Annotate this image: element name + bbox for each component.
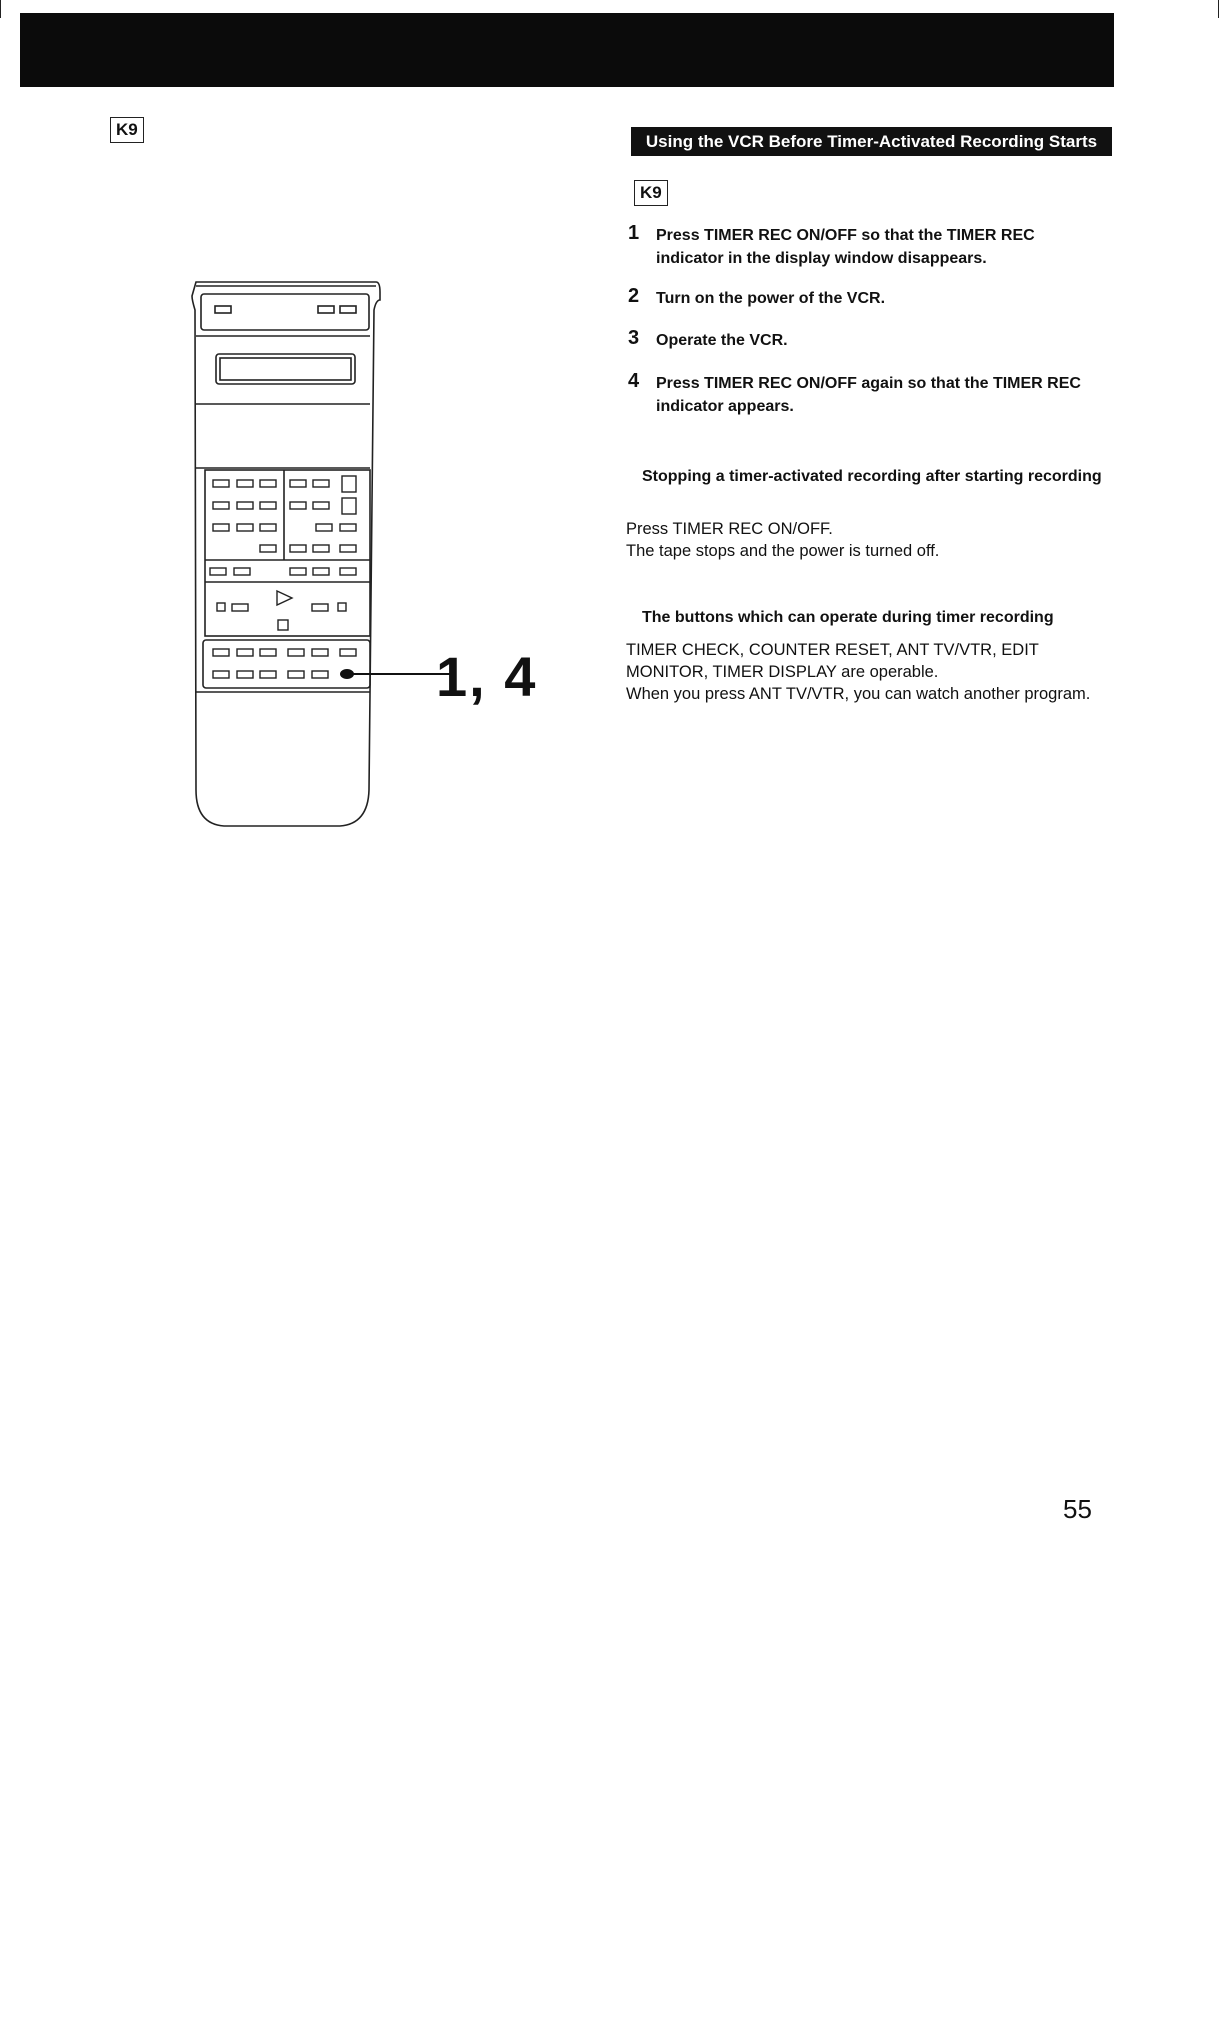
crop-mark-right [1218,0,1219,18]
step-text: Press TIMER REC ON/OFF so that the TIMER… [656,227,1035,267]
step-list: 1 Press TIMER REC ON/OFF so that the TIM… [628,222,1098,435]
step-number: 3 [628,327,640,349]
buttons-heading: The buttons which can operate during tim… [642,609,1054,626]
section-ref-badge: K9 [634,180,668,206]
step-item: 1 Press TIMER REC ON/OFF so that the TIM… [628,222,1098,270]
remote-lower-buttons [212,648,357,679]
step-text: Press TIMER REC ON/OFF again so that the… [656,375,1081,415]
remote-control-buttons [209,475,357,631]
left-ref-badge: K9 [110,117,144,143]
remote-play-arrow [276,589,294,607]
remote-lower-panel [202,639,371,689]
step-item: 3 Operate the VCR. [628,327,1098,352]
stopping-heading: Stopping a timer-activated recording aft… [642,468,1102,485]
step-number: 4 [628,370,640,392]
buttons-line: When you press ANT TV/VTR, you can watch… [626,685,1091,703]
step-text: Operate the VCR. [656,332,788,349]
remote-body-outline [191,281,381,827]
section-title: Using the VCR Before Timer-Activated Rec… [631,127,1112,156]
remote-top-button-right-2 [339,305,357,314]
stopping-line: The tape stops and the power is turned o… [626,542,940,560]
remote-control-panel [204,469,371,637]
remote-top-panel [200,293,370,331]
step-item: 4 Press TIMER REC ON/OFF again so that t… [628,370,1098,418]
step-number: 2 [628,285,640,307]
crop-mark-left [0,0,1,18]
step-item: 2 Turn on the power of the VCR. [628,285,1098,310]
step-text: Turn on the power of the VCR. [656,290,886,307]
remote-control-illustration [191,281,450,827]
buttons-line: TIMER CHECK, COUNTER RESET, ANT TV/VTR, … [626,641,1039,681]
remote-top-button-left [214,305,232,314]
buttons-body: TIMER CHECK, COUNTER RESET, ANT TV/VTR, … [626,639,1096,705]
remote-display-window [215,353,356,385]
page-number: 55 [1063,1494,1092,1524]
remote-top-button-right-1 [317,305,335,314]
header-bar [20,13,1114,87]
stopping-body: Press TIMER REC ON/OFF. The tape stops a… [626,518,1106,562]
step-number: 1 [628,222,640,244]
stopping-line: Press TIMER REC ON/OFF. [626,520,833,538]
callout-step-label: 1, 4 [436,645,538,708]
